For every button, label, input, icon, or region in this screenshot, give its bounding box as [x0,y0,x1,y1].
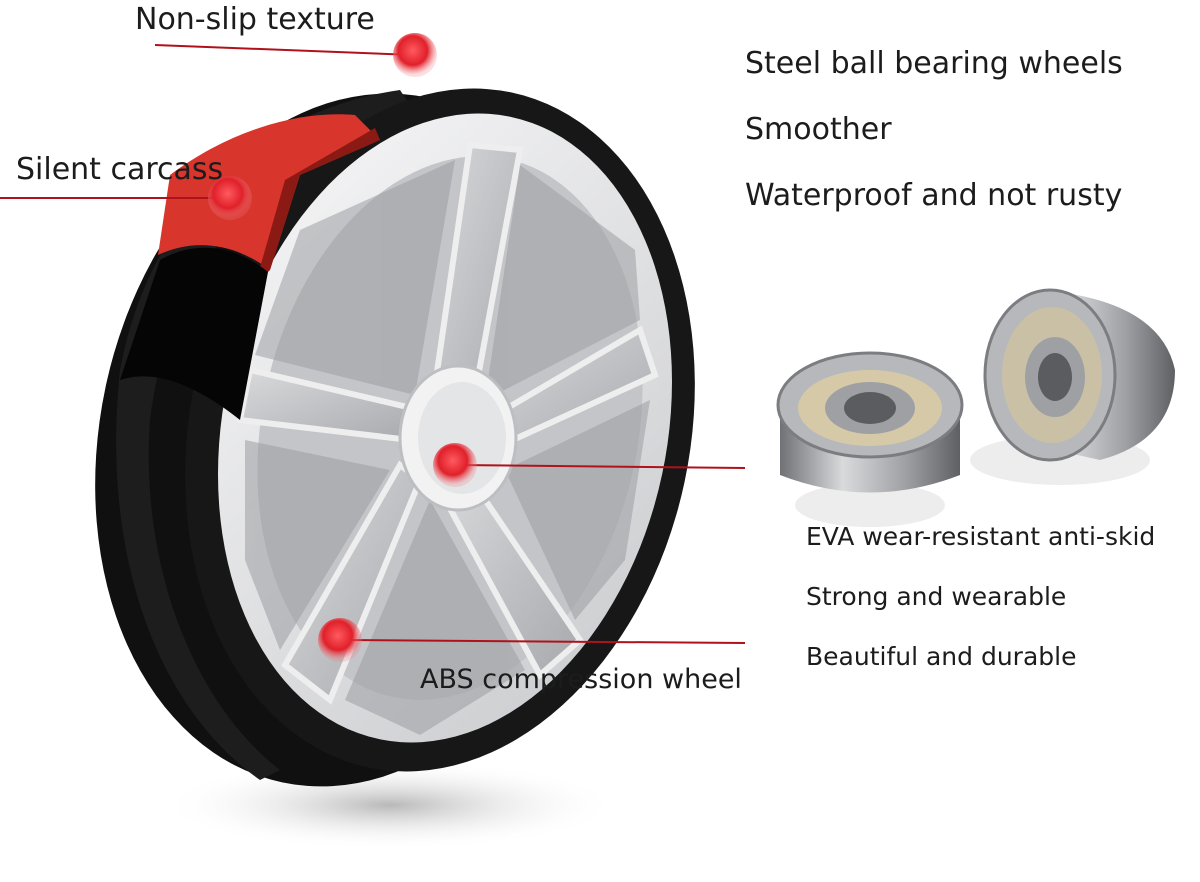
dot-silent-carcass [208,176,252,220]
callout-lines [0,44,746,644]
label-non-slip-texture: Non-slip texture [135,2,375,37]
dot-non-slip [393,33,437,77]
rim-openings [245,160,650,735]
wheel-shadow [160,760,620,850]
bearing-right [970,288,1175,485]
feature-strong-wearable: Strong and wearable [806,582,1067,611]
dot-abs [318,618,362,662]
callout-dots [208,33,477,662]
label-abs-compression-wheel: ABS compression wheel [420,664,742,695]
wheel [95,88,695,787]
feature-beautiful-durable: Beautiful and durable [806,642,1077,671]
feature-eva-anti-skid: EVA wear-resistant anti-skid [806,522,1156,551]
carcass-black-layer [120,247,268,420]
feature-waterproof: Waterproof and not rusty [745,178,1123,213]
feature-smoother: Smoother [745,112,892,147]
silent-carcass-section [158,114,380,270]
dot-hub [433,443,477,487]
feature-steel-ball-bearing: Steel ball bearing wheels [745,46,1123,81]
label-silent-carcass: Silent carcass [16,152,224,187]
bearing-left [776,351,964,527]
carcass-edge [255,128,380,285]
